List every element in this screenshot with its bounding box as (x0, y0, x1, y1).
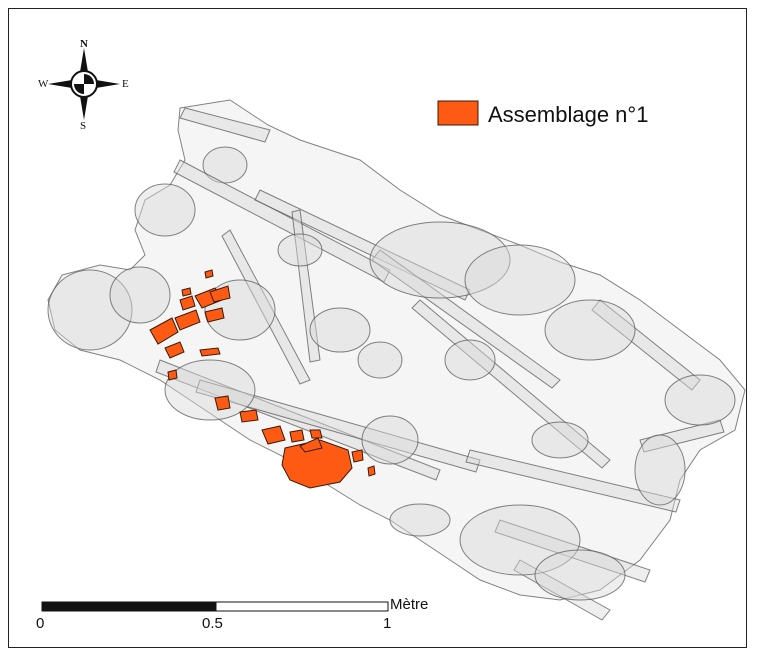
long-bone (494, 519, 651, 583)
bone-cluster-left (47, 269, 133, 351)
bone-cluster-right (664, 374, 736, 426)
long-bone (155, 359, 441, 481)
long-bone (179, 107, 271, 143)
assemblage-fragment (299, 437, 323, 453)
long-bone (513, 559, 611, 621)
map-frame (8, 8, 747, 648)
map-canvas (41, 48, 746, 621)
compass-rose (48, 48, 120, 120)
bone-cluster-mid-2 (464, 244, 576, 316)
assemblage-fragment (204, 307, 225, 323)
assemblage-fragment (199, 347, 221, 357)
assemblage-fragment (164, 341, 185, 359)
bone-cluster-upper-left (134, 183, 196, 237)
long-bone (221, 229, 311, 385)
bone-cluster-small-6 (357, 341, 403, 379)
bone-cluster-left-mid (164, 359, 256, 421)
long-bone (411, 299, 611, 469)
bone-cluster-mid (369, 221, 511, 299)
assemblage-fragment (367, 465, 376, 477)
scale-bar-black-segment (41, 601, 217, 612)
long-bone (591, 299, 701, 391)
bone-cluster-small-3 (277, 233, 323, 267)
scale-tick-label-1: 1 (383, 615, 392, 632)
compass-south-label: S (80, 120, 87, 132)
assemblage-fragment (179, 295, 196, 311)
bone-cluster-center (361, 415, 419, 465)
bone-scatter-layer (47, 99, 746, 621)
long-bone (371, 249, 561, 389)
assemblage-fragment (181, 287, 192, 297)
bone-cluster-small-5 (389, 503, 451, 537)
assemblage-fragment (239, 409, 259, 423)
long-bone (195, 379, 481, 473)
long-bone (291, 209, 321, 363)
bone-cluster-right-2 (634, 434, 686, 506)
assemblage-fragment (309, 429, 323, 439)
long-bone (254, 189, 471, 301)
bone-cluster-mid-3 (544, 299, 636, 361)
assemblage-fragment (149, 317, 179, 345)
assemblage-fragment (209, 285, 231, 303)
scale-bar (41, 601, 389, 612)
assemblage-fragment (351, 449, 364, 463)
assemblage-fragment (204, 269, 214, 279)
long-bone (173, 159, 391, 283)
bone-cluster-lower (459, 504, 581, 576)
bone-cluster-left-2 (109, 266, 171, 324)
long-bone (639, 419, 725, 453)
scale-bar-white-segment (215, 601, 389, 612)
assemblage-fragment (281, 439, 353, 489)
legend-swatch (437, 100, 479, 126)
scale-tick-label-half: 0.5 (202, 615, 223, 632)
compass-east-label: E (122, 78, 129, 90)
bone-cluster-upper (202, 146, 248, 184)
compass-north-label: N (80, 38, 88, 50)
bone-cluster-lower-2 (534, 549, 626, 601)
assemblage-fragment (174, 309, 201, 331)
bone-cluster-small-2 (444, 339, 496, 381)
bone-cluster-small-4 (531, 421, 589, 459)
assemblage-fragment (289, 429, 305, 443)
compass-quadrant (74, 84, 84, 94)
compass-quadrant (84, 74, 94, 84)
deposit-outline (47, 99, 746, 601)
assemblage-fragment (214, 395, 231, 411)
assemblage-fragment (261, 425, 286, 445)
legend-label: Assemblage n°1 (488, 102, 649, 127)
assemblage-fragment (167, 369, 178, 381)
bone-cluster-small (309, 307, 371, 353)
scale-unit-label: Mètre (390, 596, 429, 613)
compass-west-label: W (38, 78, 49, 90)
scale-tick-label-0: 0 (36, 615, 45, 632)
long-bone (465, 449, 681, 513)
assemblage-layer (149, 269, 376, 489)
